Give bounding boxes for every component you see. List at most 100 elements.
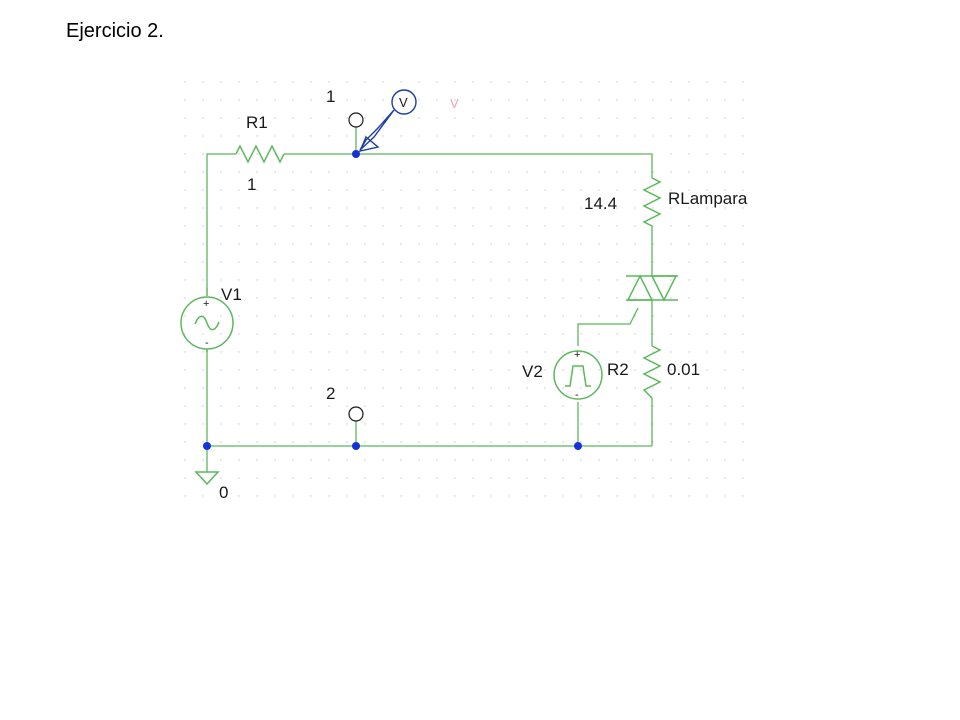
grid-dot [634, 495, 636, 497]
grid-dot [274, 459, 276, 461]
grid-dot [724, 333, 726, 335]
grid-dot [436, 117, 438, 119]
junction-ground [203, 442, 211, 450]
grid-dot [706, 279, 708, 281]
grid-dot [508, 279, 510, 281]
grid-dot [562, 459, 564, 461]
grid-dot [220, 441, 222, 443]
grid-dot [670, 153, 672, 155]
grid-dot [454, 423, 456, 425]
grid-dot [202, 423, 204, 425]
grid-dot [418, 81, 420, 83]
grid-dot [346, 189, 348, 191]
grid-dot [490, 297, 492, 299]
grid-dot [670, 171, 672, 173]
grid-dot [706, 297, 708, 299]
grid-dot [742, 189, 744, 191]
ground-label: 0 [219, 483, 228, 502]
grid-dot [328, 81, 330, 83]
grid-dot [688, 117, 690, 119]
grid-dot [652, 171, 654, 173]
grid-dot [742, 387, 744, 389]
grid-dot [202, 333, 204, 335]
grid-dot [400, 297, 402, 299]
grid-dot [688, 441, 690, 443]
grid-dot [598, 495, 600, 497]
grid-dot [220, 243, 222, 245]
grid-dot [598, 117, 600, 119]
grid-dot [346, 207, 348, 209]
grid-dot [634, 333, 636, 335]
grid-dot [418, 315, 420, 317]
grid-dot [598, 135, 600, 137]
grid-dot [454, 117, 456, 119]
grid-dot [364, 261, 366, 263]
grid-dot [436, 459, 438, 461]
grid-dot [526, 171, 528, 173]
grid-dot [742, 477, 744, 479]
grid-dot [724, 495, 726, 497]
grid-dot [562, 189, 564, 191]
grid-dot [292, 459, 294, 461]
grid-dot [634, 261, 636, 263]
grid-dot [454, 99, 456, 101]
grid-dot [724, 153, 726, 155]
grid-dot [220, 351, 222, 353]
grid-dot [580, 99, 582, 101]
grid-dot [652, 261, 654, 263]
grid-dot [328, 495, 330, 497]
grid-dot [274, 405, 276, 407]
grid-dot [454, 81, 456, 83]
voltage-probe-icon[interactable] [358, 89, 417, 152]
grid-dot [310, 297, 312, 299]
grid-dot [292, 117, 294, 119]
grid-dot [652, 189, 654, 191]
grid-dot [742, 99, 744, 101]
grid-dot [256, 135, 258, 137]
probe-unit-label: V [450, 96, 459, 111]
grid-dot [454, 351, 456, 353]
grid-dot [706, 189, 708, 191]
grid-dot [706, 135, 708, 137]
grid-dot [328, 243, 330, 245]
grid-dot [454, 225, 456, 227]
grid-dot [418, 261, 420, 263]
grid-dot [436, 423, 438, 425]
grid-dot [364, 297, 366, 299]
grid-dot [220, 117, 222, 119]
grid-dot [706, 495, 708, 497]
v1-minus-sign: - [205, 337, 209, 349]
grid-dot [220, 387, 222, 389]
grid-dot [454, 333, 456, 335]
grid-dot [274, 243, 276, 245]
grid-dot [400, 279, 402, 281]
grid-dot [184, 423, 186, 425]
grid-dot [292, 351, 294, 353]
grid-dot [184, 189, 186, 191]
grid-dot [382, 441, 384, 443]
grid-dot [184, 441, 186, 443]
grid-dot [202, 261, 204, 263]
grid-dot [580, 243, 582, 245]
grid-dot [292, 225, 294, 227]
grid-dot [238, 225, 240, 227]
grid-dot [580, 405, 582, 407]
grid-dot [544, 135, 546, 137]
grid-dot [580, 279, 582, 281]
grid-dot [544, 387, 546, 389]
grid-dot [256, 153, 258, 155]
grid-dot [580, 423, 582, 425]
grid-dot [292, 189, 294, 191]
grid-dot [472, 207, 474, 209]
grid-dot [256, 243, 258, 245]
grid-dot [202, 387, 204, 389]
grid-dot [346, 279, 348, 281]
grid-dot [724, 261, 726, 263]
grid-dot [400, 243, 402, 245]
grid-dot [328, 423, 330, 425]
grid-dot [310, 243, 312, 245]
grid-dot [454, 171, 456, 173]
grid-dot [274, 297, 276, 299]
grid-dot [526, 441, 528, 443]
